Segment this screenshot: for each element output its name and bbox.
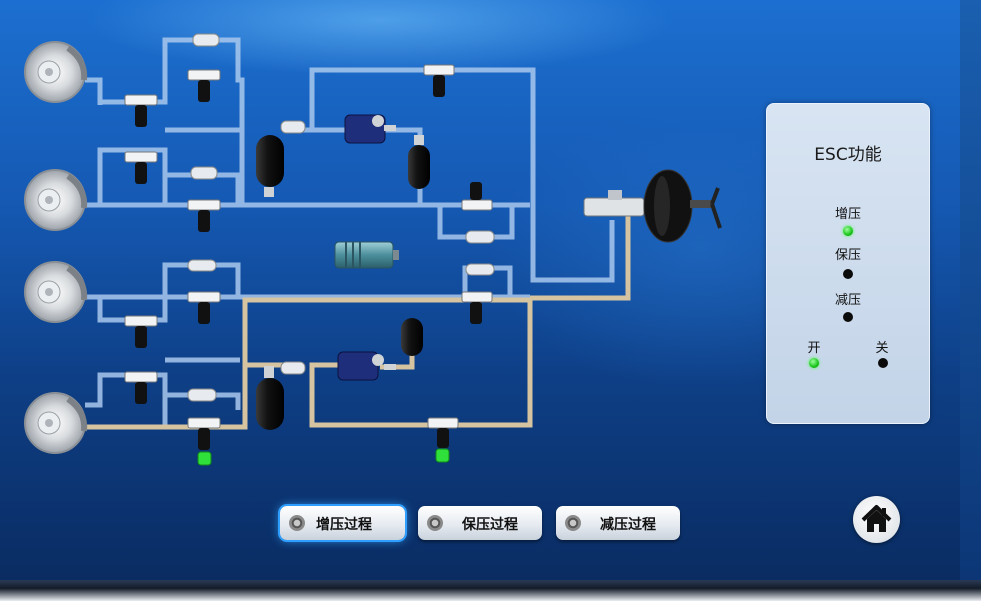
brake-booster-icon: [583, 169, 722, 243]
pump-icon: [337, 351, 396, 381]
taskbar-edge: [0, 580, 981, 601]
accumulator-icon: [256, 366, 284, 430]
check-valve-icon: [465, 263, 495, 276]
accumulator-icon: [256, 135, 284, 197]
brake-disc-icon: [24, 261, 88, 323]
pressure-decrease-process-button[interactable]: 减压过程: [556, 506, 680, 540]
solenoid-valve-icon: [124, 315, 158, 348]
esc-status-panel: ESC功能 增压 保压 减压 开 关: [766, 103, 930, 424]
brake-disc-icon: [24, 392, 88, 454]
green-outlet-valve-icon: [197, 451, 212, 466]
solenoid-valve-icon: [124, 371, 158, 404]
green-outlet-valve-icon: [435, 448, 450, 463]
check-valve-icon: [190, 166, 218, 180]
window-edge: [960, 0, 981, 580]
pressure-increase-label: 增压: [834, 207, 861, 222]
gear-icon: [427, 515, 443, 531]
button-label: 保压过程: [462, 517, 518, 533]
pressure-increase-indicator: [843, 226, 853, 236]
switch-on-indicator[interactable]: [809, 358, 819, 368]
pressure-increase-process-button[interactable]: 增压过程: [280, 506, 405, 540]
pressure-hold-indicator: [843, 269, 853, 279]
solenoid-valve-icon: [461, 182, 493, 211]
gear-icon: [565, 515, 581, 531]
brake-disc-icon: [24, 41, 88, 103]
pump-icon: [344, 114, 396, 144]
accumulator-icon: [401, 318, 423, 356]
accumulator-icon: [408, 135, 430, 189]
solenoid-valve-icon: [427, 417, 459, 448]
solenoid-valve-icon: [187, 291, 221, 324]
button-label: 减压过程: [600, 517, 656, 533]
pressure-hold-process-button[interactable]: 保压过程: [418, 506, 542, 540]
panel-title: ESC功能: [814, 145, 882, 165]
switch-on-label: 开: [807, 341, 821, 356]
pump-motor-icon: [334, 241, 399, 269]
button-label: 增压过程: [316, 517, 372, 533]
check-valve-icon: [280, 120, 306, 134]
pressure-decrease-label: 减压: [834, 293, 861, 308]
gear-icon: [289, 515, 305, 531]
switch-off-indicator[interactable]: [878, 358, 888, 368]
solenoid-valve-icon: [124, 151, 158, 184]
check-valve-icon: [187, 259, 217, 272]
solenoid-valve-icon: [124, 94, 158, 127]
solenoid-valve-icon: [187, 417, 221, 450]
switch-off-label: 关: [875, 341, 889, 356]
pressure-hold-label: 保压: [834, 248, 861, 263]
solenoid-valve-icon: [461, 291, 493, 324]
solenoid-valve-icon: [187, 69, 221, 102]
solenoid-valve-icon: [423, 64, 455, 97]
check-valve-icon: [465, 230, 495, 244]
check-valve-icon: [192, 33, 220, 47]
solenoid-valve-icon: [187, 199, 221, 232]
brake-disc-icon: [24, 169, 88, 231]
pressure-decrease-indicator: [843, 312, 853, 322]
check-valve-icon: [280, 361, 306, 375]
home-icon: [861, 505, 892, 532]
check-valve-icon: [187, 388, 217, 402]
blue-pipe-network: [85, 37, 615, 425]
home-button[interactable]: [853, 496, 900, 543]
hydraulic-diagram: [24, 33, 722, 466]
